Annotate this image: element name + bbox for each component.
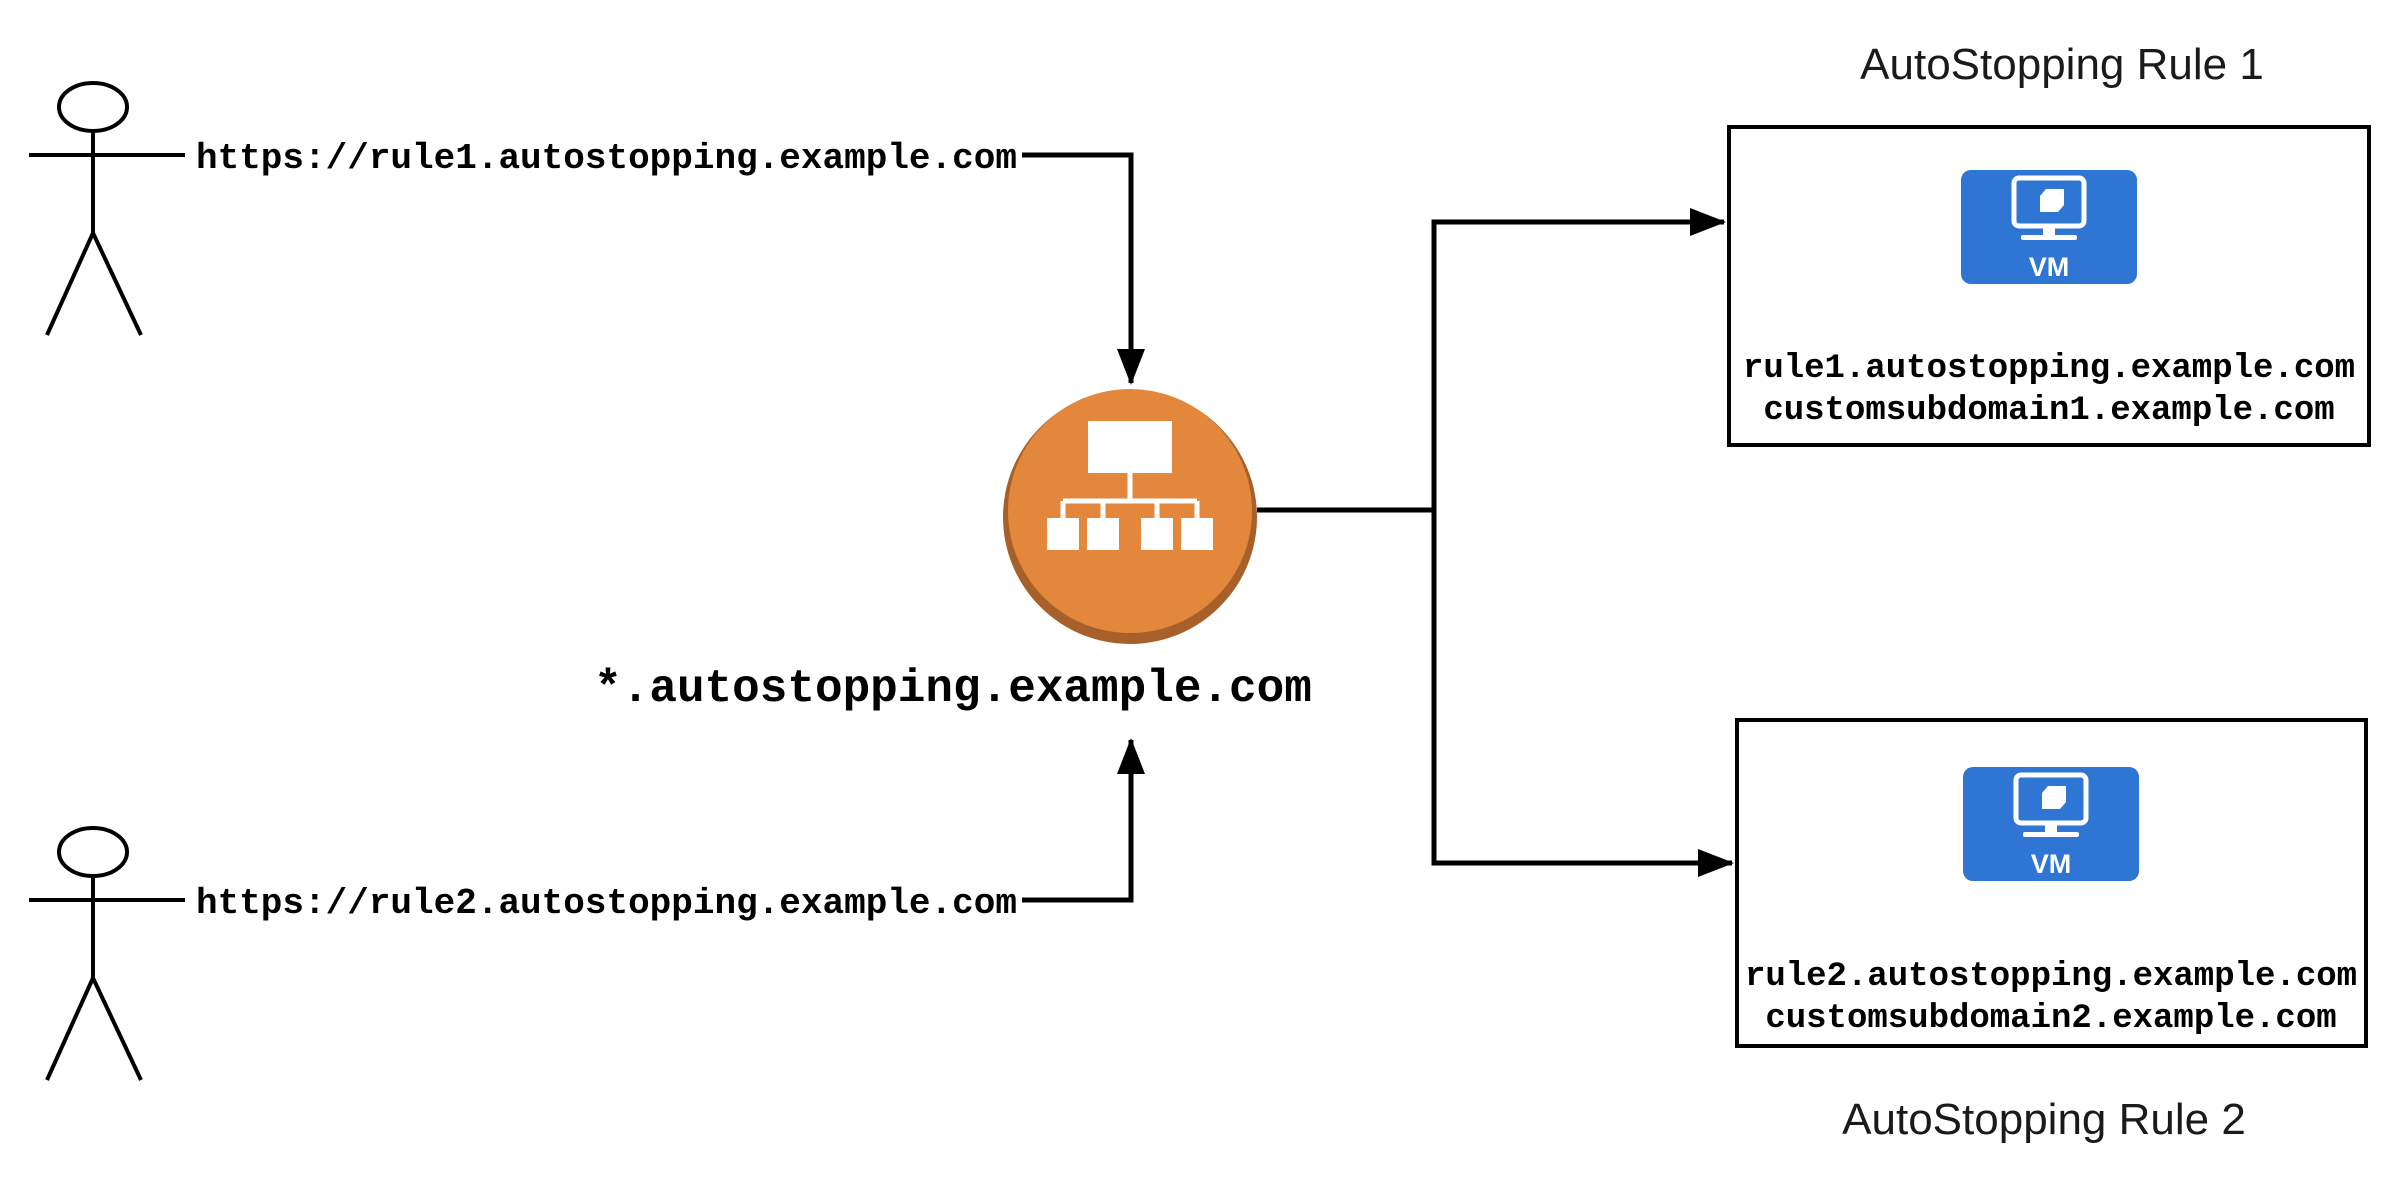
load-balancer-icon: [1003, 389, 1257, 644]
rule2-box: [1735, 718, 2368, 1048]
load-balancer-circle: [1008, 389, 1252, 633]
vm-label: VM: [2031, 849, 2072, 879]
user-2-person-icon: [27, 826, 187, 1082]
vm-cube-front: [2042, 793, 2060, 809]
arrow-branch-to-rule1: [1431, 208, 1726, 510]
rule2-domain-2: customsubdomain2.example.com: [1765, 1000, 2336, 1038]
user-1-person-icon: [27, 81, 187, 337]
vm-monitor-base: [2023, 832, 2079, 837]
vm-cube-front: [2040, 196, 2058, 212]
vm-monitor-neck: [2043, 226, 2055, 235]
arrow-user2-to-load-balancer: [1022, 738, 1145, 903]
lb-glyph-leaf-2: [1087, 518, 1119, 550]
vm-cube-top: [2040, 189, 2064, 196]
vm-monitor-base: [2021, 235, 2077, 240]
user-1-url-label: https://rule1.autostopping.example.com: [196, 138, 1017, 179]
arrow-branch-to-rule2: [1431, 510, 1734, 877]
arrow-user1-to-load-balancer: [1022, 152, 1145, 385]
lb-glyph-leaf-1: [1047, 518, 1079, 550]
rule1-title: AutoStopping Rule 1: [1860, 40, 2264, 89]
rule2-title: AutoStopping Rule 2: [1842, 1095, 2246, 1144]
lb-glyph-root-node: [1088, 421, 1172, 473]
rule2-domain-1: rule2.autostopping.example.com: [1745, 958, 2357, 996]
wildcard-domain-label: *.autostopping.example.com: [594, 663, 1312, 715]
rule1-domain-1: rule1.autostopping.example.com: [1743, 350, 2355, 388]
vm-cube-side: [2060, 786, 2066, 809]
vm-label: VM: [2029, 252, 2070, 282]
vm-cube-side: [2058, 189, 2064, 212]
vm-monitor-neck: [2045, 823, 2057, 832]
rule2-vm-icon: VM: [1963, 767, 2139, 881]
user-2-url-label: https://rule2.autostopping.example.com: [196, 883, 1017, 924]
vm-cube-top: [2042, 786, 2066, 793]
lb-glyph-leaf-3: [1141, 518, 1173, 550]
lb-glyph-leaf-4: [1181, 518, 1213, 550]
rule1-vm-icon: VM: [1961, 170, 2137, 284]
rule1-domain-2: customsubdomain1.example.com: [1763, 392, 2334, 430]
